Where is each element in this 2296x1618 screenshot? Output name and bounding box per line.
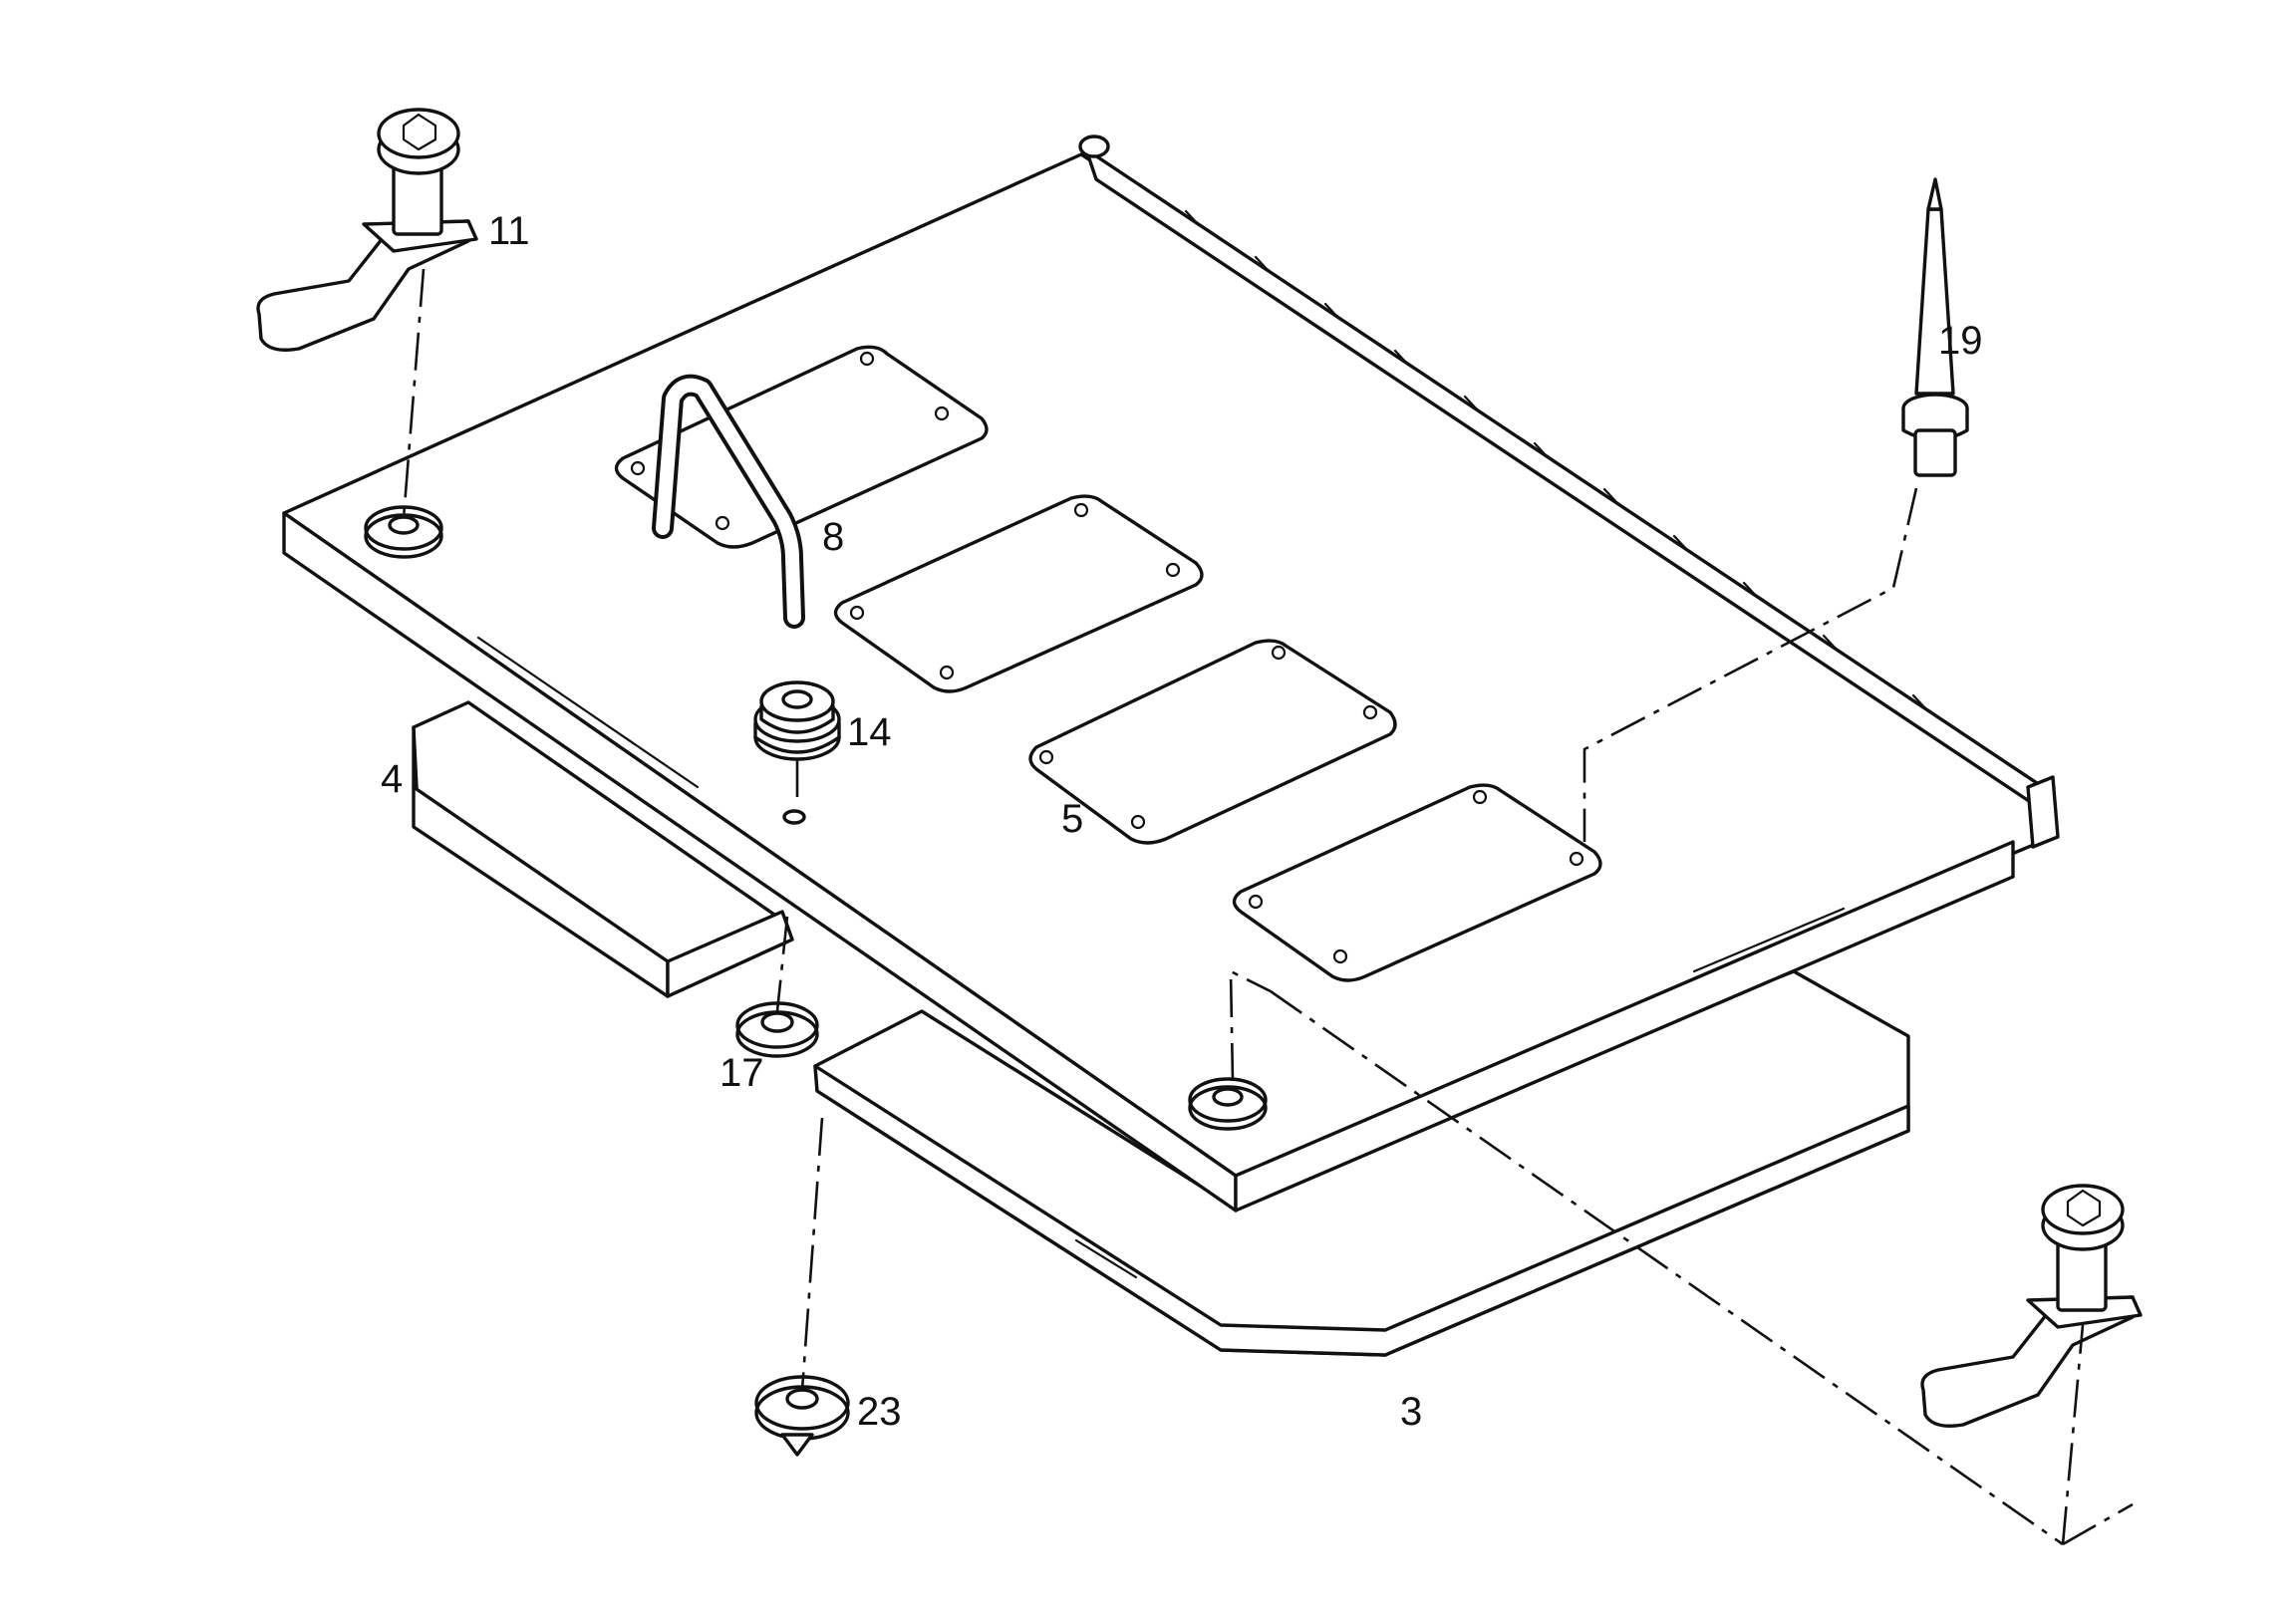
callout-5: 5 [1061, 797, 1083, 841]
callout-4: 4 [381, 757, 403, 801]
callout-23: 23 [857, 1390, 902, 1434]
block-part-4 [412, 700, 794, 998]
pin-part-19 [1901, 177, 1969, 477]
plate-washer-left [364, 505, 443, 559]
plate-washer-front [1188, 1077, 1268, 1131]
callout-11: 11 [488, 209, 530, 253]
access-panel-2 [833, 494, 1204, 693]
callout-17: 17 [719, 1051, 764, 1095]
hinge [1078, 135, 2060, 849]
callout-3: 3 [1400, 1390, 1422, 1434]
assembly-lines [402, 268, 2134, 1546]
access-panel-1 [614, 345, 989, 549]
callout-8: 8 [822, 515, 844, 559]
latch-lower-right [1920, 1184, 2143, 1428]
access-panel-4 [1232, 783, 1602, 982]
grommet-part-14 [753, 680, 841, 825]
latch-part-11 [256, 108, 478, 352]
callout-14: 14 [847, 710, 892, 754]
callout-labels: 11 19 8 14 4 5 17 23 3 [381, 209, 1983, 1434]
handle-part-8 [652, 374, 805, 629]
fastener-part-23 [754, 1375, 850, 1457]
block-part-3 [813, 969, 1910, 1357]
access-panel-5 [1028, 639, 1397, 845]
callout-19: 19 [1938, 319, 1983, 363]
